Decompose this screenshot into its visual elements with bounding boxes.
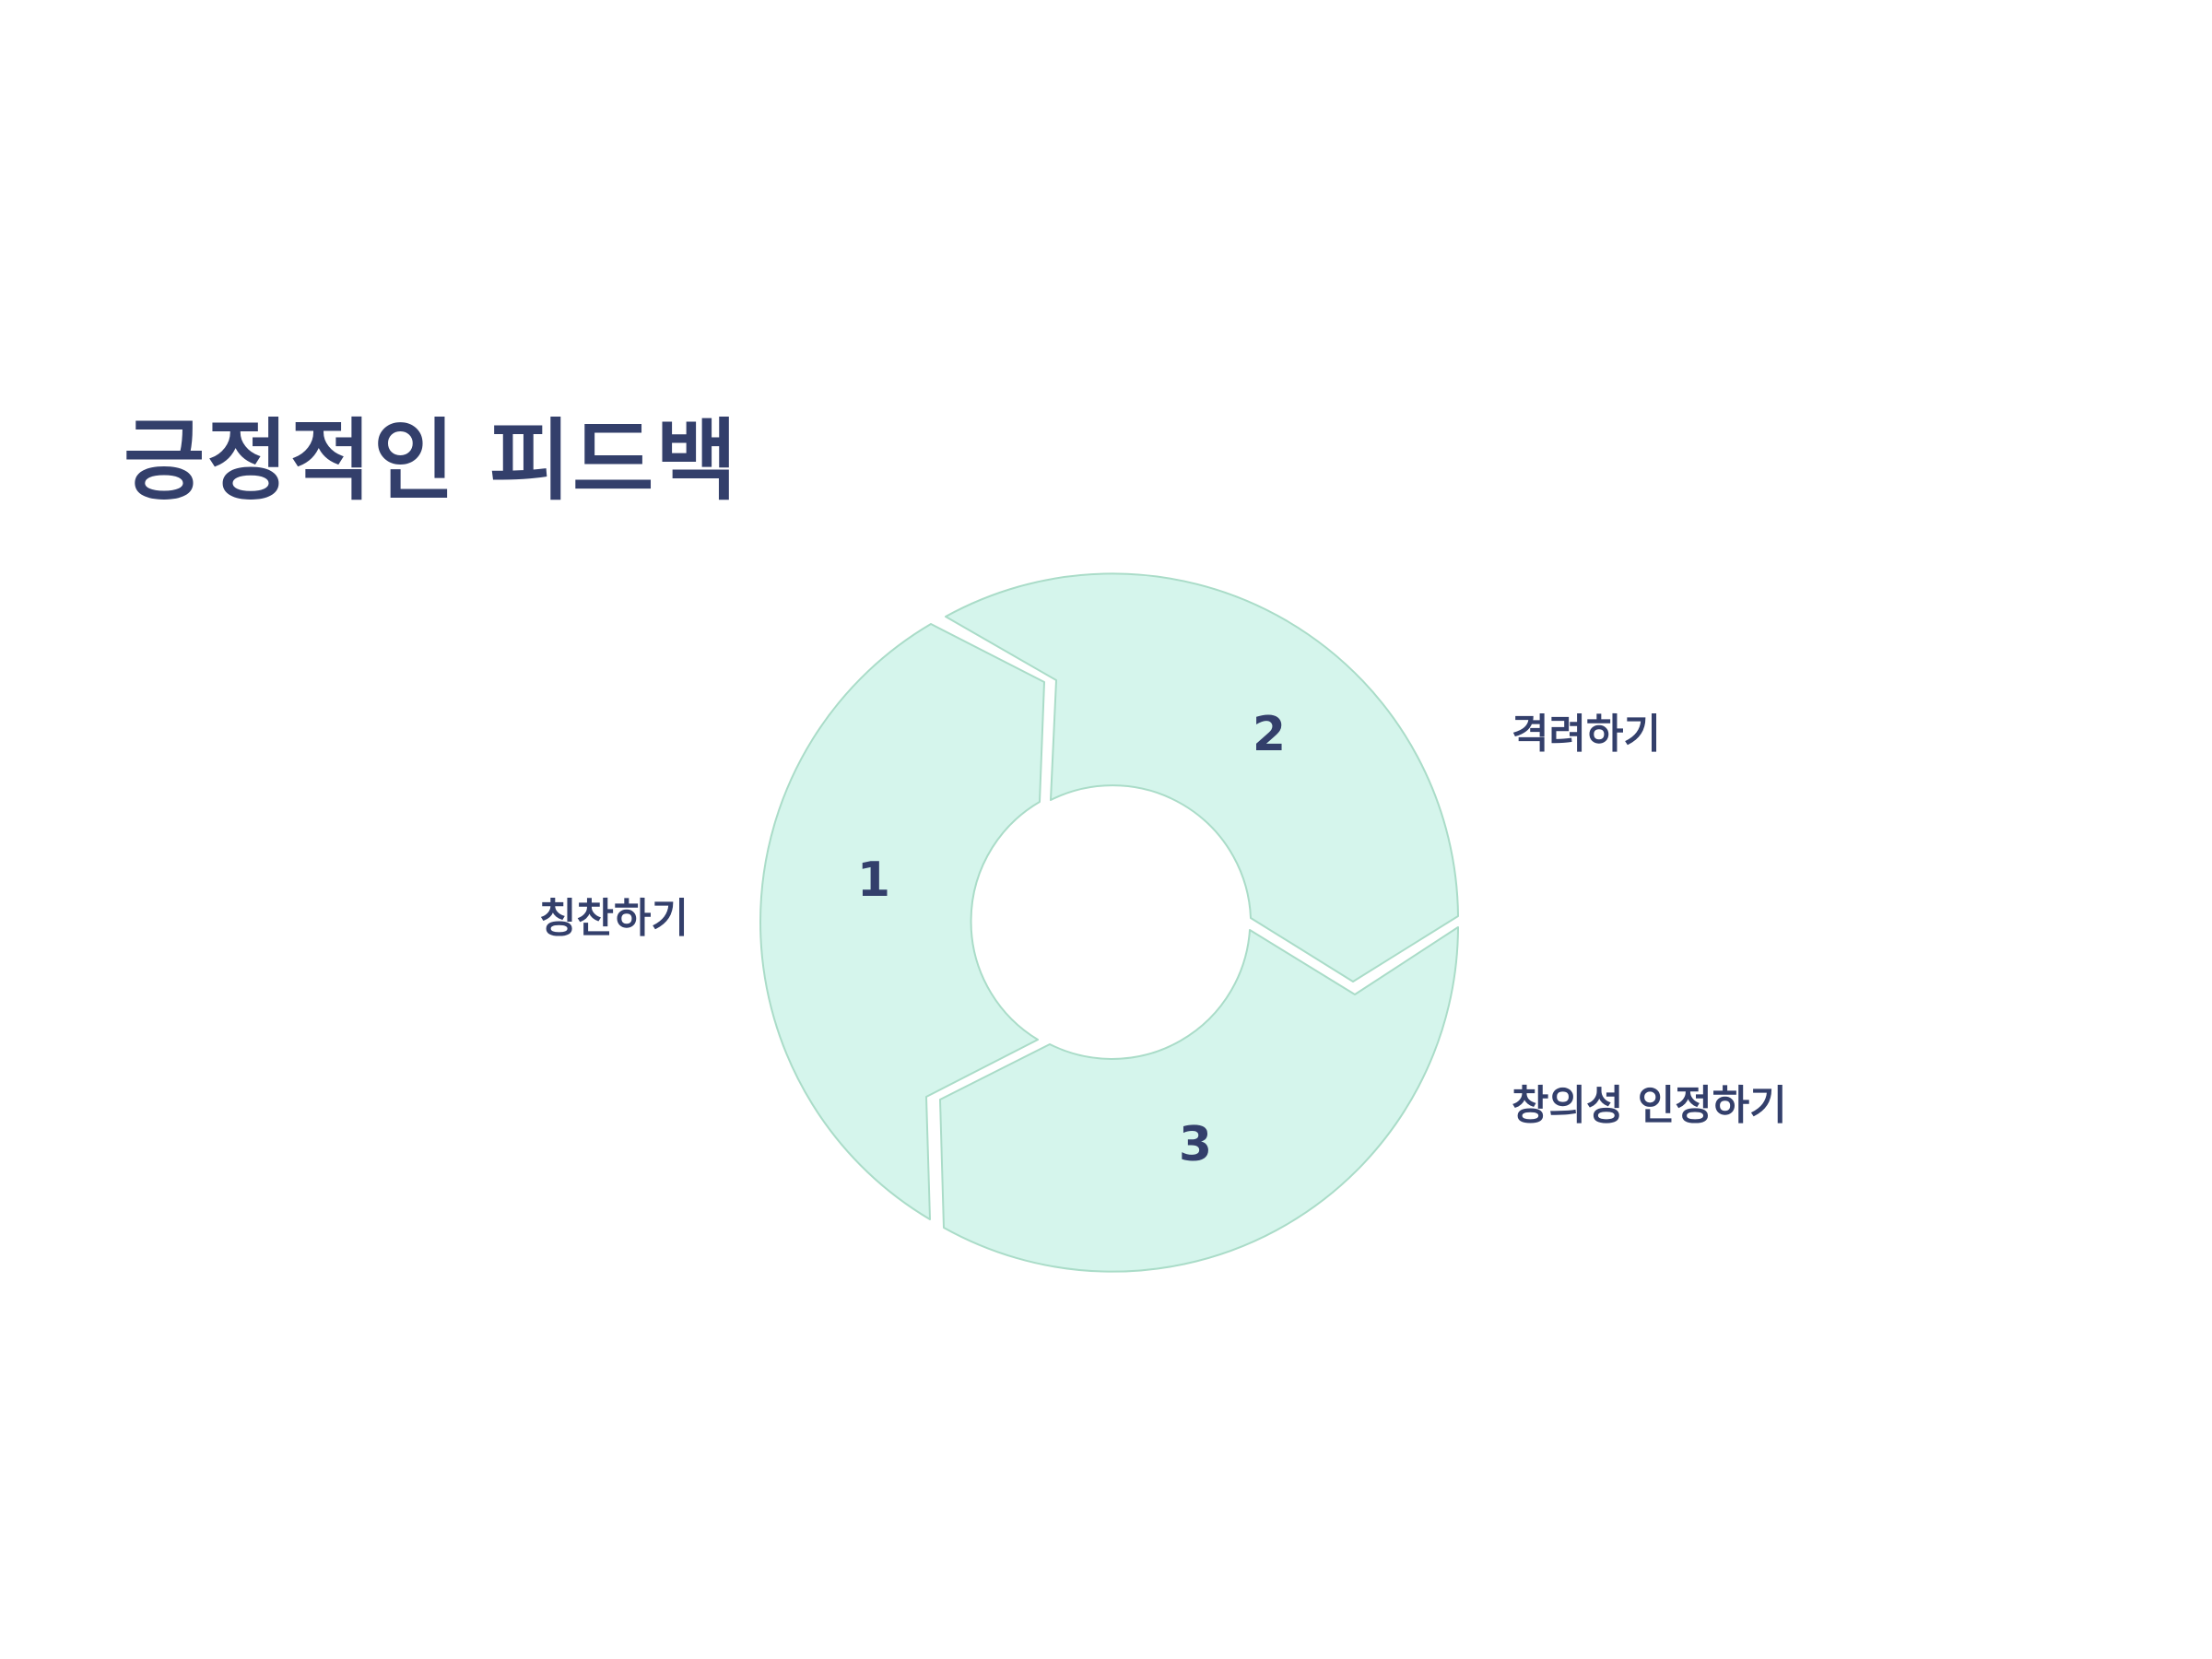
cycle-segment-2 bbox=[945, 572, 1459, 982]
cycle-segment-1 bbox=[759, 623, 1045, 1220]
cycle-segment-3 bbox=[939, 926, 1459, 1273]
step-label-1: 칭찬하기 bbox=[539, 895, 688, 942]
page-title: 긍정적인 피드백 bbox=[124, 409, 739, 512]
step-number-3: 3 bbox=[1179, 1117, 1212, 1172]
step-label-2: 격려하기 bbox=[1512, 711, 1661, 758]
step-label-3: 창의성 인정하기 bbox=[1512, 1082, 1787, 1129]
step-number-1: 1 bbox=[857, 853, 890, 908]
step-number-2: 2 bbox=[1253, 707, 1286, 762]
